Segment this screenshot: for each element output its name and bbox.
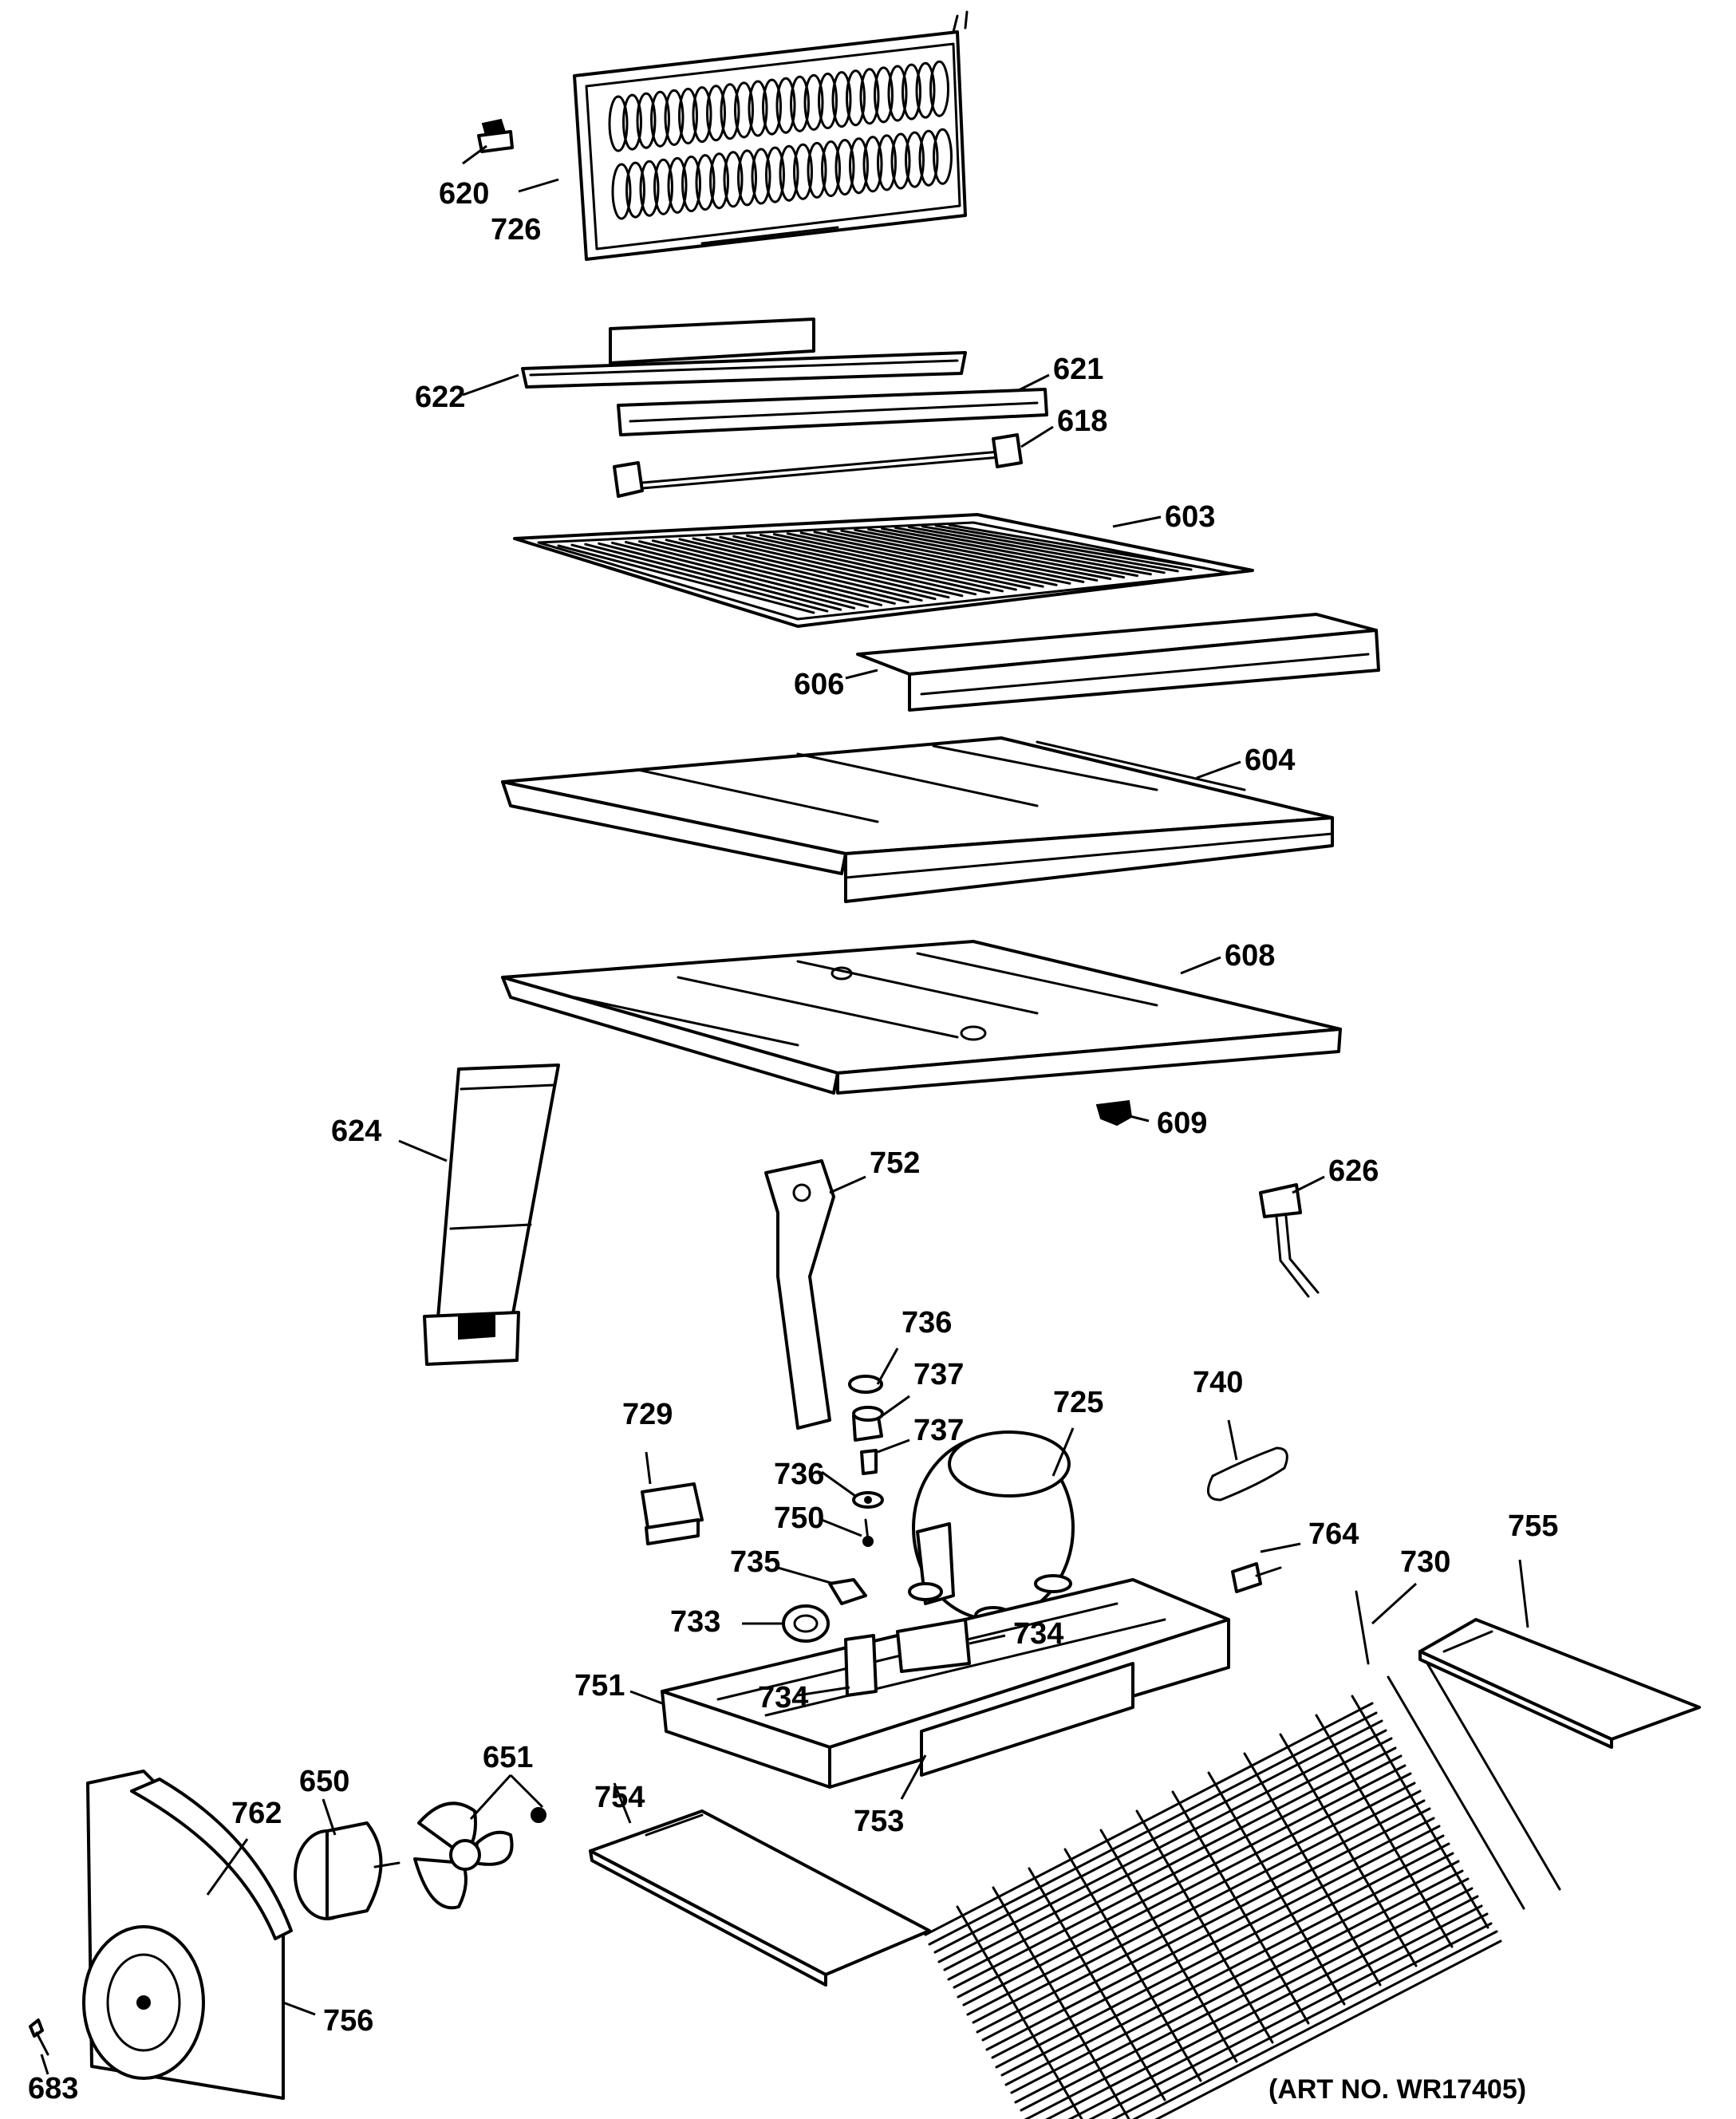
callout-624: 624 — [331, 1115, 381, 1148]
callout-733: 733 — [670, 1605, 720, 1639]
art-number: (ART NO. WR17405) — [1268, 2074, 1526, 2105]
part-733-overload[interactable] — [782, 1604, 830, 1643]
part-726-evaporator[interactable] — [573, 10, 969, 261]
part-736-737-mounting-hardware[interactable] — [848, 1375, 884, 1547]
part-735-cover[interactable] — [828, 1578, 867, 1605]
callout-621: 621 — [1053, 353, 1103, 386]
callout-750: 750 — [774, 1501, 824, 1535]
callout-603: 603 — [1165, 500, 1215, 534]
callout-650: 650 — [299, 1765, 349, 1798]
callout-735: 735 — [730, 1545, 780, 1579]
callout-683: 683 — [28, 2072, 78, 2105]
part-603-shelf[interactable] — [513, 513, 1254, 628]
callout-736b: 736 — [774, 1458, 824, 1491]
part-754-baffle[interactable] — [589, 1809, 931, 1987]
part-756-fan-shroud[interactable] — [82, 1770, 285, 2100]
callout-752: 752 — [870, 1146, 920, 1180]
callout-737a: 737 — [913, 1358, 964, 1391]
part-609-clip[interactable] — [1095, 1099, 1133, 1127]
callout-753: 753 — [854, 1805, 904, 1838]
callout-606: 606 — [794, 668, 844, 701]
part-740-clip[interactable] — [1206, 1446, 1288, 1501]
callout-736a: 736 — [902, 1306, 952, 1340]
callout-737b: 737 — [913, 1414, 964, 1447]
part-725-compressor[interactable] — [908, 1430, 1075, 1625]
part-622-cover[interactable] — [521, 318, 967, 389]
part-621-bracket[interactable] — [617, 388, 1048, 436]
callout-620: 620 — [439, 177, 489, 211]
callout-726: 726 — [491, 213, 541, 247]
part-683-screw[interactable] — [29, 2018, 49, 2056]
callout-labels: 726 620 622 621 618 603 606 604 608 609 … — [28, 177, 1558, 2105]
part-606-rail[interactable] — [856, 613, 1380, 712]
callout-725: 725 — [1053, 1386, 1103, 1419]
callout-734b: 734 — [758, 1681, 808, 1715]
callout-754: 754 — [594, 1781, 645, 1814]
part-618-defrost-heater[interactable] — [613, 433, 1023, 498]
leader-lines — [40, 144, 1529, 2075]
callout-734a: 734 — [1013, 1617, 1063, 1651]
callout-618: 618 — [1057, 404, 1107, 438]
callout-730: 730 — [1400, 1545, 1450, 1579]
callout-609: 609 — [1157, 1107, 1207, 1140]
part-734-start-components[interactable] — [844, 1618, 971, 1697]
callout-651: 651 — [483, 1741, 533, 1774]
callout-755: 755 — [1508, 1509, 1558, 1543]
part-608-pan[interactable] — [501, 940, 1342, 1095]
part-604-shelf[interactable] — [501, 736, 1334, 903]
part-764-connector[interactable] — [1231, 1562, 1282, 1593]
callout-608: 608 — [1225, 939, 1275, 973]
callout-756: 756 — [323, 2004, 373, 2038]
part-620-clip[interactable] — [477, 118, 514, 153]
callout-729: 729 — [622, 1398, 673, 1431]
part-651-fan-blade[interactable] — [413, 1801, 546, 1910]
part-729-relay[interactable] — [641, 1482, 704, 1545]
callout-626: 626 — [1328, 1154, 1379, 1188]
callout-604: 604 — [1245, 744, 1295, 777]
callout-740: 740 — [1193, 1366, 1243, 1399]
part-730-condenser[interactable] — [924, 1590, 1561, 2119]
callout-764: 764 — [1308, 1517, 1359, 1551]
part-650-fan-motor[interactable] — [294, 1821, 400, 1920]
part-762-seal[interactable] — [130, 1778, 293, 1940]
callout-622: 622 — [415, 381, 465, 414]
callout-751: 751 — [574, 1669, 625, 1703]
part-752-bracket[interactable] — [764, 1159, 835, 1430]
part-755-baffle[interactable] — [1418, 1618, 1701, 1749]
callout-762: 762 — [231, 1797, 282, 1830]
part-624-duct[interactable] — [423, 1063, 560, 1366]
part-626-power-connector[interactable] — [1259, 1183, 1320, 1298]
